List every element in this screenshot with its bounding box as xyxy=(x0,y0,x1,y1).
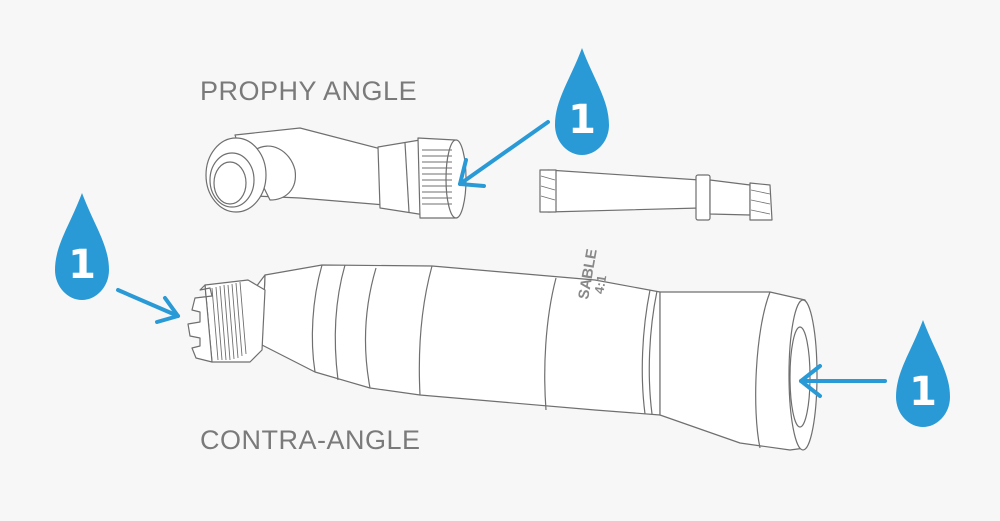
water-drop-icon: 1 xyxy=(55,193,109,300)
drop-number: 1 xyxy=(568,97,596,143)
contra-angle-label: CONTRA-ANGLE xyxy=(200,425,421,455)
arrow-icon xyxy=(116,288,180,324)
contra-angle-illustration: SABLE 4:1 xyxy=(187,248,818,451)
water-drop-icon: 1 xyxy=(555,48,609,155)
prophy-angle-illustration xyxy=(205,127,467,219)
drop-number: 1 xyxy=(68,242,96,288)
arrow-icon xyxy=(799,364,887,398)
prophy-angle-label: PROPHY ANGLE xyxy=(200,76,418,106)
drive-shaft-illustration xyxy=(539,169,773,221)
arrow-icon xyxy=(458,120,550,188)
drop-number: 1 xyxy=(909,369,937,415)
ratio-marking: 4:1 xyxy=(591,274,609,295)
water-drop-icon: 1 xyxy=(896,320,950,427)
